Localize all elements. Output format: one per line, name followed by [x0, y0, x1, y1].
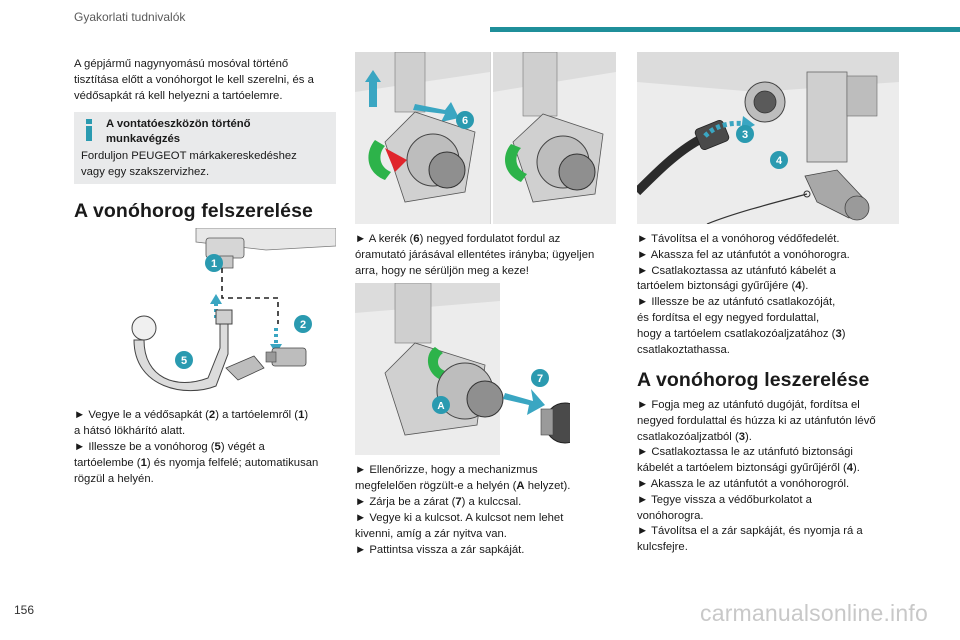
install-step-1: ► Vegye le a védősapkát (2) a tartóelemr…	[74, 409, 309, 437]
install-step-6: ► Vegye ki a kulcsot. A kulcsot nem lehe…	[355, 512, 564, 540]
figure-label-5: 5	[181, 355, 187, 367]
note-title-line-2: munkavégzés	[106, 133, 181, 145]
install-step-3: ► A kerék (6) negyed fordulatot fordul a…	[355, 233, 595, 277]
connect-step-3: ► Csatlakoztassa az utánfutó kábelét a	[637, 264, 836, 277]
removal-step-2: ► Csatlakoztassa le az utánfutó biztonsá…	[637, 446, 853, 459]
removal-step-3: ► Akassza le az utánfutót a vonóhorogról…	[637, 477, 850, 490]
figure-trailer-connect: 3 4	[637, 52, 899, 224]
connect-step-2: ► Akassza fel az utánfutót a vonóhorogra…	[637, 248, 850, 261]
connect-step-1: ► Távolítsa el a vonóhorog védőfedelét.	[637, 233, 840, 245]
connect-steps: ► Távolítsa el a vonóhorog védőfedelét. …	[637, 232, 927, 358]
section-title: Gyakorlati tudnivalók	[74, 10, 186, 24]
removal-steps: ► Fogja meg az utánfutó dugóját, fordíts…	[637, 398, 932, 556]
heading-removal: A vonóhorog leszerelése	[637, 369, 870, 391]
intro-line-2: tisztítása előtt a vonóhorgot le kell sz…	[74, 73, 314, 86]
install-step-7: ► Pattintsa vissza a zár sapkáját.	[355, 544, 525, 556]
figure-lock-wheel-turn: 6	[355, 52, 490, 224]
connect-step-4: ► Illessze be az utánfutó csatlakozóját,	[637, 296, 836, 309]
info-icon	[85, 119, 93, 141]
install-step-5: ► Zárja be a zárat (7) a kulccsal.	[355, 496, 522, 508]
install-step-4: ► Ellenőrizze, hogy a mechanizmus megfel…	[355, 464, 571, 492]
watermark: carmanualsonline.info	[700, 600, 928, 626]
heading-install: A vonóhorog felszerelése	[74, 200, 313, 222]
figure-label-6: 6	[462, 115, 468, 127]
note-body-line-2: vagy egy szakszervizhez.	[81, 165, 210, 178]
figure-lock-check: 7 A	[355, 283, 570, 455]
figure-label-2: 2	[300, 319, 306, 331]
figure-label-7: 7	[537, 373, 543, 385]
header-accent-bar	[490, 27, 960, 32]
note-title: A vontatóeszközön történő munkavégzés	[106, 117, 331, 147]
intro-line-1: A gépjármű nagynyomású mosóval történő	[74, 58, 289, 70]
figure-label-3: 3	[742, 129, 748, 141]
figure-label-a: A	[437, 401, 444, 412]
install-step-2: ► Illessze be a vonóhorog (5) végét a ta…	[74, 441, 319, 485]
page-number: 156	[14, 603, 35, 617]
figure-divider	[490, 52, 491, 224]
figure-lock-wheel-locked	[493, 52, 616, 224]
figure-label-4: 4	[776, 155, 783, 167]
removal-step-1: ► Fogja meg az utánfutó dugóját, fordíts…	[637, 399, 860, 411]
figure-towbar-install: 1 2 5	[116, 228, 336, 398]
removal-step-4: ► Tegye vissza a védőburkolatot a	[637, 493, 812, 506]
removal-step-5: ► Távolítsa el a zár sapkáját, és nyomja…	[637, 525, 863, 538]
intro-line-3: védősapkát rá kell helyezni a tartóelemr…	[74, 89, 283, 102]
intro-paragraph: A gépjármű nagynyomású mosóval történő t…	[74, 57, 344, 104]
figure-label-1: 1	[211, 258, 217, 270]
note-body-line-1: Forduljon PEUGEOT márkakereskedéshez	[81, 150, 297, 162]
note-title-line-1: A vontatóeszközön történő	[106, 118, 251, 130]
info-note-box: A vontatóeszközön történő munkavégzés Fo…	[74, 112, 336, 184]
note-body: Forduljon PEUGEOT márkakereskedéshez vag…	[81, 149, 331, 181]
